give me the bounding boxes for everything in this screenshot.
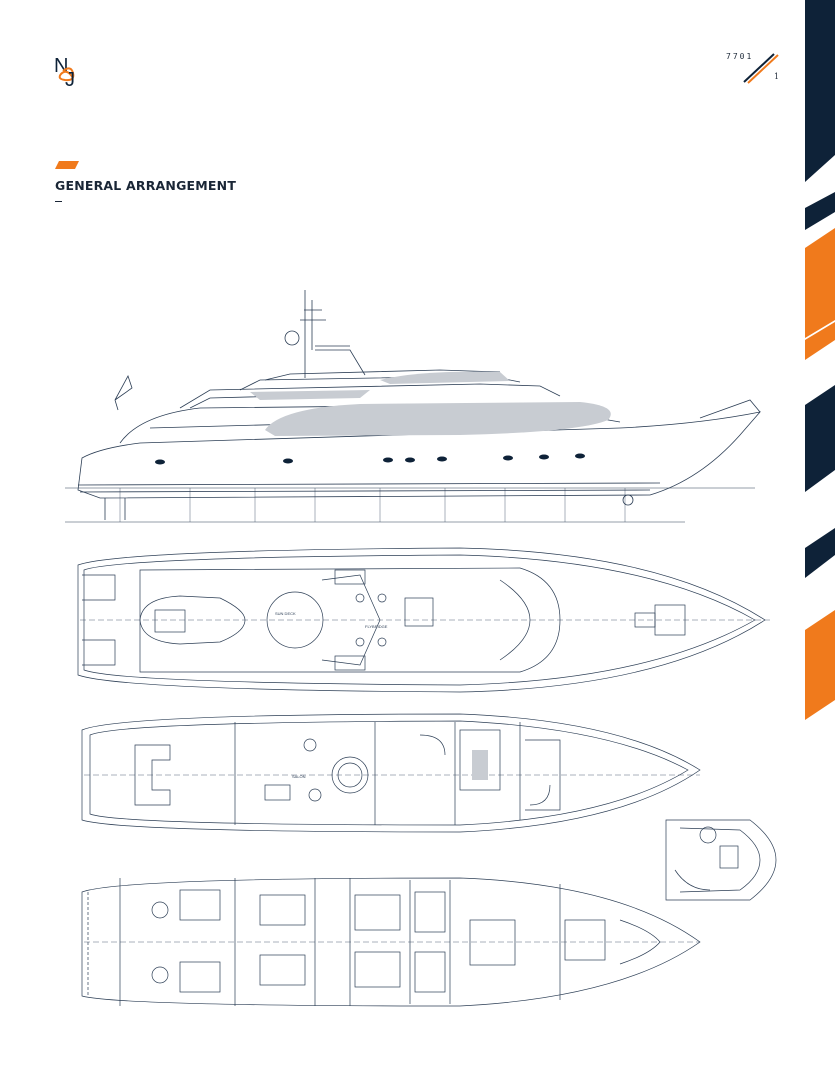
- section-accent-bar: [55, 161, 79, 169]
- page-slash-icon: [743, 53, 779, 84]
- lower-deck-plan: [81, 877, 701, 1007]
- svg-text:J: J: [65, 69, 75, 88]
- inset-detail: [665, 819, 777, 901]
- general-arrangement-drawing: SUN DECK FLYBRIDGE SALON: [65, 290, 777, 1007]
- page-number: 1: [774, 72, 780, 81]
- sun-deck-plan: SUN DECK FLYBRIDGE: [77, 547, 770, 693]
- profile-view: [65, 290, 762, 523]
- svg-text:SALON: SALON: [292, 774, 306, 779]
- main-deck-plan: SALON: [81, 713, 701, 833]
- edge-stripes: [805, 0, 835, 720]
- document-number: 7701: [726, 52, 754, 61]
- section-title: GENERAL ARRANGEMENT: [55, 178, 237, 193]
- svg-text:FLYBRIDGE: FLYBRIDGE: [365, 624, 388, 629]
- brand-logo: N J: [50, 52, 84, 91]
- title-underline: [55, 201, 62, 202]
- svg-text:SUN DECK: SUN DECK: [275, 611, 296, 616]
